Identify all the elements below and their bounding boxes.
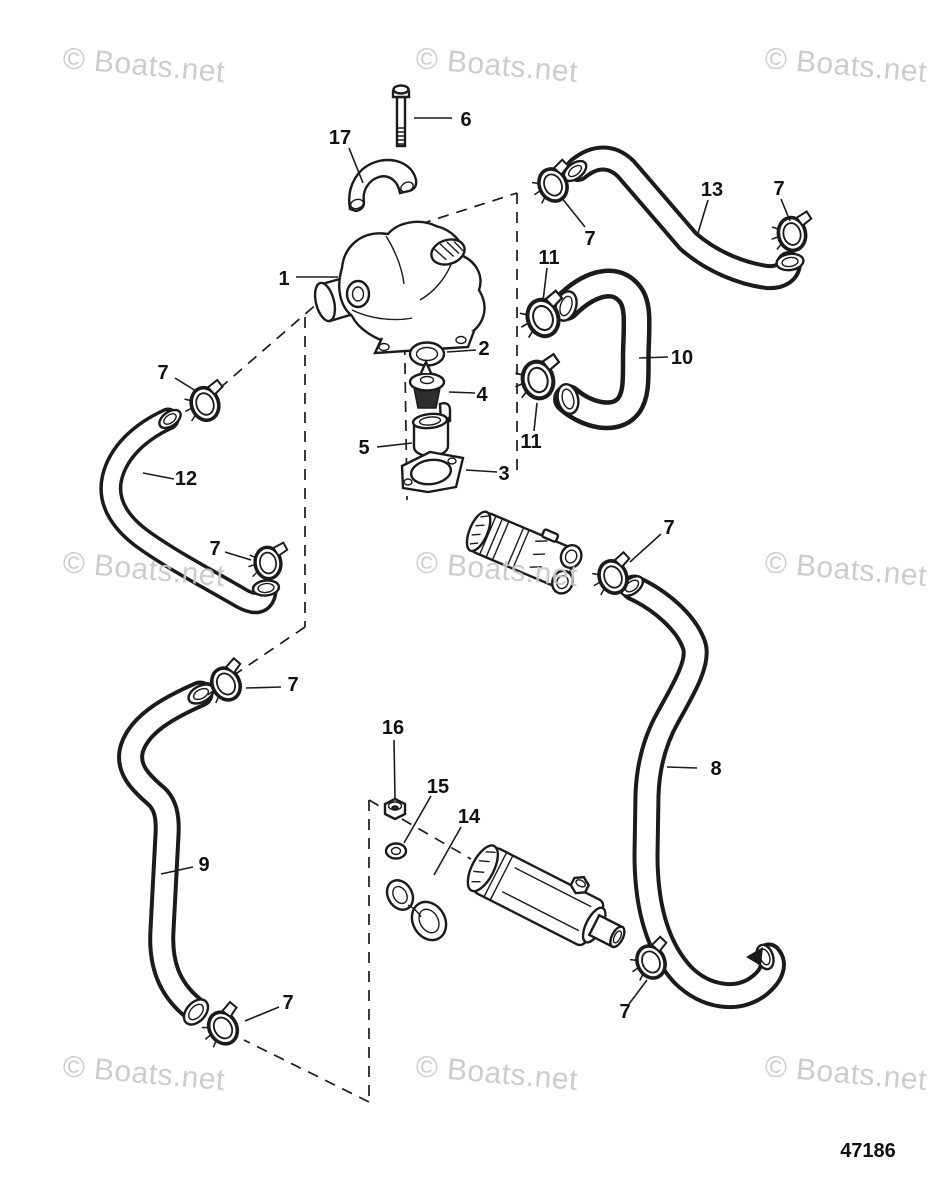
callout-label-16[interactable]: 16 — [382, 717, 404, 739]
hose-13-right-opening — [775, 252, 805, 272]
callout-leader-4 — [448, 391, 476, 394]
callout-leader-14 — [433, 826, 462, 876]
hose-12-top-opening — [158, 408, 182, 430]
watermark-text: © Boats.net — [61, 42, 226, 89]
housing-hatched-boss — [430, 238, 466, 266]
hose-12 — [99, 407, 281, 615]
fitting-assembly — [465, 510, 583, 595]
part-6-bolt — [391, 84, 411, 148]
callout-label-7[interactable]: 7 — [663, 517, 674, 539]
callout-leader-11 — [533, 402, 538, 432]
watermark-text: © Boats.net — [414, 42, 579, 89]
part-3-gasket — [400, 450, 465, 494]
callout-leader-12 — [142, 472, 175, 480]
attachment-arrow-icon — [746, 947, 763, 966]
part-16-locknut — [383, 797, 407, 821]
callout-label-8[interactable]: 8 — [710, 758, 721, 780]
watermark-text: © Boats.net — [414, 1050, 579, 1097]
callout-leader-10 — [638, 356, 669, 359]
part-1-thermostat-housing — [313, 220, 486, 355]
callout-leader-7 — [780, 198, 791, 222]
callout-label-7[interactable]: 7 — [157, 362, 168, 384]
callout-label-7[interactable]: 7 — [287, 674, 298, 696]
diagram-number: 47186 — [840, 1140, 896, 1162]
callout-label-1[interactable]: 1 — [278, 268, 289, 290]
clamp-7-hose12-bottom — [244, 540, 293, 584]
callout-label-14[interactable]: 14 — [458, 806, 481, 828]
hose-10-lower-opening — [556, 383, 580, 415]
callout-label-11[interactable]: 11 — [538, 247, 559, 269]
callout-label-7[interactable]: 7 — [619, 1001, 630, 1023]
callout-leader-2 — [446, 349, 477, 353]
callout-leader-15 — [403, 795, 432, 844]
callout-label-11[interactable]: 11 — [520, 431, 541, 453]
callout-leader-7 — [628, 979, 648, 1005]
hose-clamps — [177, 156, 819, 1055]
part-14-anchor — [385, 879, 448, 942]
fitting-top-boss — [541, 528, 560, 543]
part-4-thermostat — [408, 359, 446, 409]
callout-label-3[interactable]: 3 — [498, 463, 509, 485]
hose-10 — [551, 268, 652, 431]
callout-label-5[interactable]: 5 — [358, 437, 369, 459]
callout-leader-17 — [348, 147, 364, 184]
callout-leader-16 — [393, 739, 396, 799]
part-17-bracket — [348, 158, 418, 213]
cooler-outlet-fitting — [581, 906, 626, 949]
watermark-text: © Boats.net — [763, 42, 928, 89]
callout-label-9[interactable]: 9 — [198, 854, 209, 876]
clamp-7-hose13-right — [765, 209, 819, 257]
watermark-text: © Boats.net — [61, 546, 226, 593]
hose-8-bottom-opening — [746, 943, 775, 971]
callout-leader-3 — [465, 469, 498, 473]
hose-12-bottom-opening — [251, 579, 281, 597]
callout-label-7[interactable]: 7 — [209, 538, 220, 560]
callout-leader-5 — [376, 442, 413, 448]
callout-label-15[interactable]: 15 — [427, 776, 449, 798]
part-5-sleeve — [411, 402, 452, 458]
callout-leader-13 — [697, 199, 709, 234]
hose-8 — [619, 574, 786, 1010]
callout-label-7[interactable]: 7 — [282, 992, 293, 1014]
watermark-text: © Boats.net — [61, 1050, 226, 1097]
callout-label-2[interactable]: 2 — [478, 338, 489, 360]
watermark-text: © Boats.net — [763, 1050, 928, 1097]
oil-cooler-assembly — [466, 844, 626, 949]
callout-leader-7 — [244, 1006, 280, 1022]
callout-label-17[interactable]: 17 — [329, 127, 351, 149]
cooler-top-nut — [569, 875, 591, 895]
callout-leader-7 — [629, 533, 662, 563]
fitting-outlet-ports — [550, 544, 583, 595]
hose-13-left-opening — [562, 159, 588, 183]
callout-leader-9 — [160, 866, 194, 875]
hose-13 — [562, 145, 805, 291]
hose-9 — [117, 680, 215, 1026]
callout-leader-8 — [666, 766, 698, 769]
watermark-text: © Boats.net — [763, 546, 928, 593]
callout-label-10[interactable]: 10 — [671, 347, 693, 369]
callout-label-4[interactable]: 4 — [476, 384, 488, 406]
hose-9-bottom-opening — [182, 998, 210, 1026]
callout-label-12[interactable]: 12 — [175, 468, 197, 490]
callout-leader-7 — [560, 196, 586, 228]
callout-leader-11 — [542, 267, 548, 302]
callout-label-7[interactable]: 7 — [773, 178, 784, 200]
callout-leader-7 — [224, 551, 252, 561]
callout-label-13[interactable]: 13 — [701, 179, 723, 201]
callout-label-6[interactable]: 6 — [460, 109, 471, 131]
callout-label-7[interactable]: 7 — [584, 228, 595, 250]
callout-leader-7 — [174, 377, 197, 392]
part-15-washer — [384, 842, 408, 860]
callout-leader-7 — [245, 686, 282, 689]
housing-inlet-boss — [345, 279, 371, 309]
